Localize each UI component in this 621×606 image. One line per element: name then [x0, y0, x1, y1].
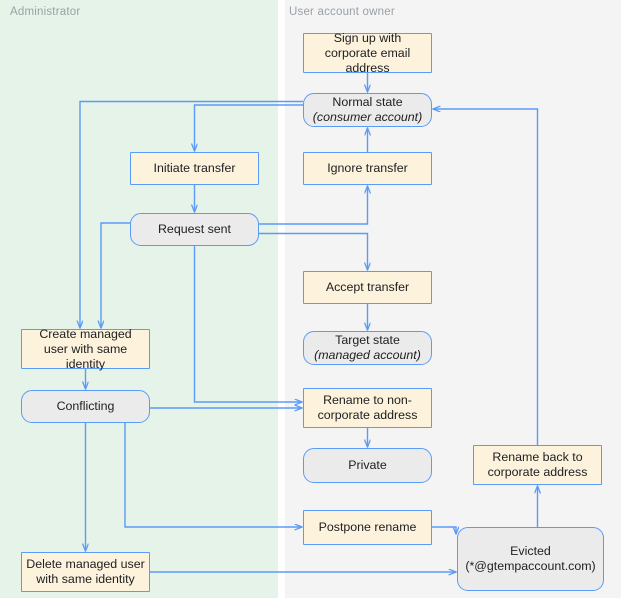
- node-label: Rename to non-corporate address: [317, 393, 418, 422]
- lane-administrator: [0, 0, 278, 598]
- node-sign-up-with-corporate-email-address[interactable]: Sign up with corporate email address: [303, 30, 432, 75]
- node-label: Delete managed user with same identity: [26, 557, 145, 586]
- node-label: Normal state: [332, 95, 403, 109]
- node-conflicting[interactable]: Conflicting: [21, 390, 150, 423]
- node-label: Private: [348, 458, 387, 472]
- node-delete-managed-user-with-same-identity[interactable]: Delete managed user with same identity: [21, 552, 150, 592]
- node-label: Sign up with corporate email address: [324, 30, 411, 75]
- node-evicted[interactable]: Evicted (*@gtempaccount.com): [457, 527, 604, 591]
- node-private[interactable]: Private: [303, 448, 432, 483]
- node-postpone-rename[interactable]: Postpone rename: [303, 510, 432, 545]
- node-sublabel: (*@gtempaccount.com): [465, 559, 596, 573]
- lane-title-administrator: Administrator: [10, 6, 81, 18]
- node-label: Postpone rename: [318, 520, 417, 534]
- node-create-managed-user-with-same-identity[interactable]: Create managed user with same identity: [21, 326, 150, 371]
- node-label: Target state: [335, 333, 400, 347]
- node-accept-transfer[interactable]: Accept transfer: [303, 271, 432, 304]
- node-label: Ignore transfer: [327, 161, 408, 175]
- lane-title-user-account-owner: User account owner: [289, 6, 395, 18]
- node-ignore-transfer[interactable]: Ignore transfer: [303, 152, 432, 185]
- node-label: Create managed user with same identity: [39, 326, 132, 371]
- node-normal-state[interactable]: Normal state (consumer account): [303, 93, 432, 127]
- node-rename-to-non-corporate-address[interactable]: Rename to non-corporate address: [303, 388, 432, 428]
- node-request-sent[interactable]: Request sent: [130, 213, 259, 246]
- node-target-state[interactable]: Target state (managed account): [303, 331, 432, 365]
- node-sublabel: (managed account): [314, 348, 421, 362]
- node-initiate-transfer[interactable]: Initiate transfer: [130, 152, 259, 185]
- node-label: Rename back to corporate address: [487, 450, 588, 479]
- node-sublabel: (consumer account): [312, 110, 423, 124]
- node-label: Accept transfer: [325, 280, 410, 294]
- node-label: Request sent: [157, 222, 231, 236]
- node-label: Evicted: [510, 544, 551, 558]
- node-label: Conflicting: [56, 399, 115, 413]
- node-rename-back-to-corporate-address[interactable]: Rename back to corporate address: [473, 445, 602, 485]
- node-label: Initiate transfer: [153, 161, 236, 175]
